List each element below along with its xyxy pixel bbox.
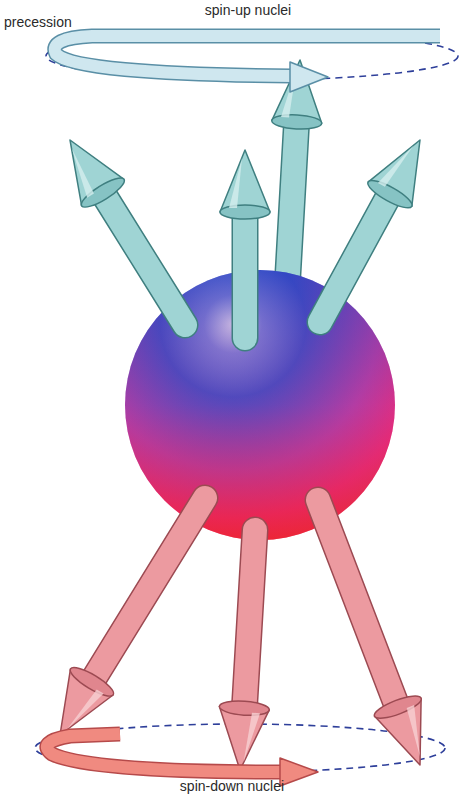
spin-up-label: spin-up nuclei <box>205 2 291 18</box>
precession-label: precession <box>4 14 72 30</box>
spin-down-label: spin-down nuclei <box>180 778 284 794</box>
